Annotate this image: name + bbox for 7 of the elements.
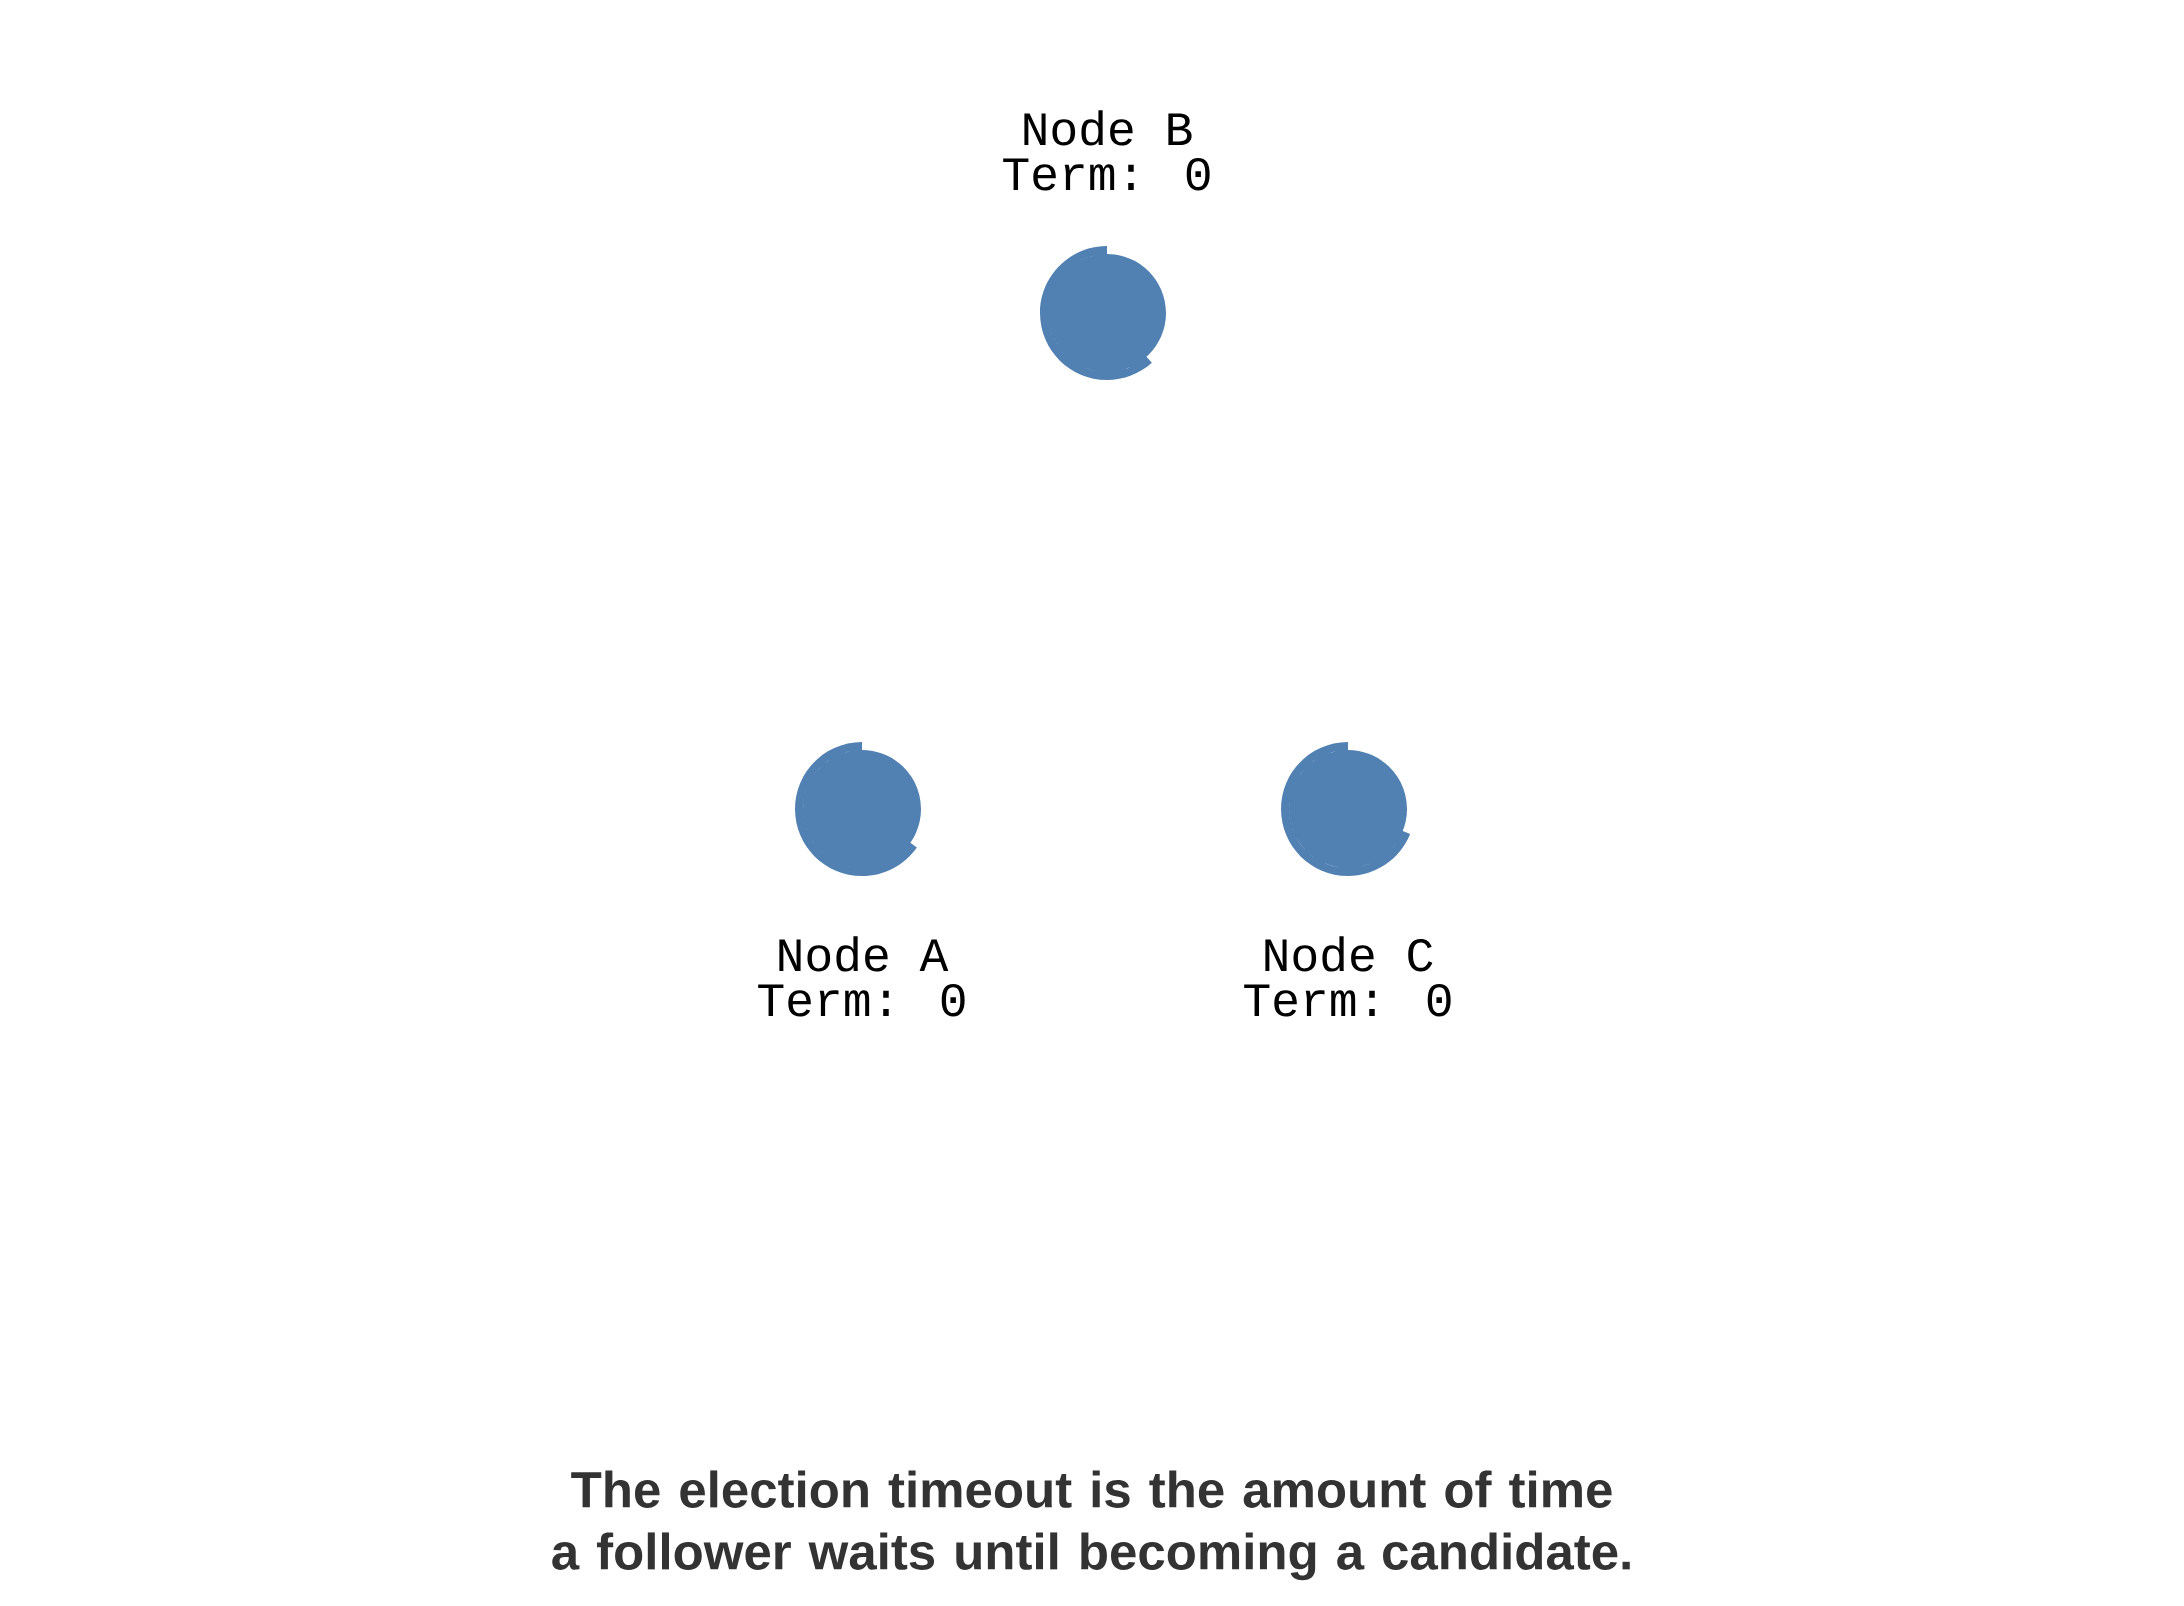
- node-label: Node B: [1024, 110, 1192, 146]
- caption: The election timeout is the amount of time a follower waits until becoming a candidate.: [552, 1470, 1630, 1581]
- node-label: Term: 0: [1244, 983, 1451, 1017]
- node-label: Term: 0: [1003, 157, 1210, 191]
- node-label: Node C: [1265, 936, 1433, 972]
- node-label: Term: 0: [758, 983, 965, 1017]
- node-label: Node A: [779, 936, 949, 972]
